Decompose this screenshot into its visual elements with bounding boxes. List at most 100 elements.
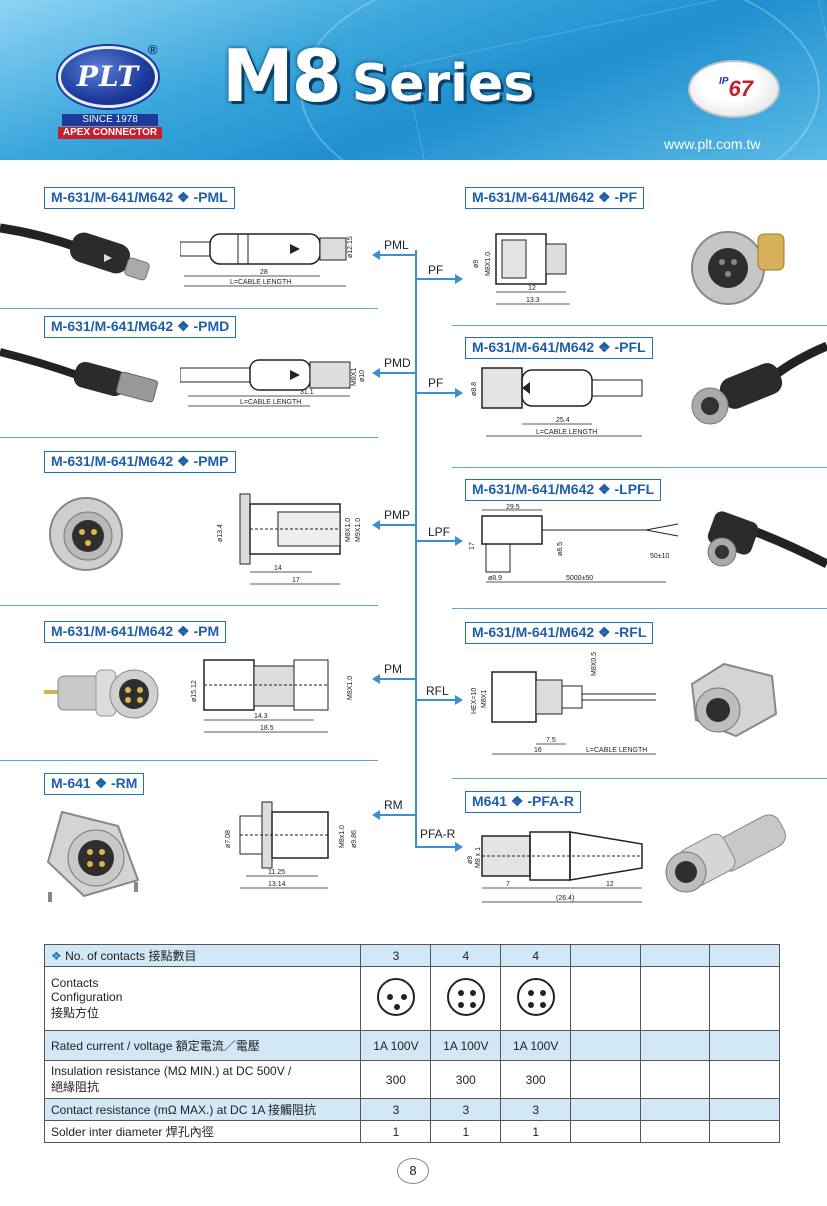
table-cell: 300 xyxy=(430,1060,502,1099)
table-cell: 4 xyxy=(430,944,502,967)
table-cell: 1A 100V xyxy=(360,1030,432,1061)
dim-pfar-d: ø9 xyxy=(467,856,474,864)
flow-label-pfl: PF xyxy=(428,376,444,390)
pmd-cable-photo xyxy=(0,348,159,403)
table-cell: 1 xyxy=(500,1120,572,1143)
title-model: M8 xyxy=(222,34,342,118)
section-divider xyxy=(0,605,378,606)
section-label-pf: M-631/M-641/M642 ❖ -PF xyxy=(465,187,645,209)
dim-pf-c: ø9 xyxy=(473,260,480,268)
flow-branch-line xyxy=(378,814,416,816)
table-row-label: Solder inter diameter 焊孔內徑 xyxy=(43,1120,362,1143)
flow-branch-line xyxy=(416,278,456,280)
dim-pm-a: 14.3 xyxy=(254,713,268,720)
arrow-right-icon xyxy=(455,695,463,705)
dim-pfl-b: L=CABLE LENGTH xyxy=(536,429,597,436)
dim-pmp-c: ø13.4 xyxy=(217,524,224,542)
table-cell xyxy=(709,944,780,967)
pmp-drawing: 14 17 ø13.4 M8X1.0 M9X1.0 xyxy=(217,493,362,585)
contacts-count-label: No. of contacts 接點數目 xyxy=(65,949,197,963)
pfl-cable-photo xyxy=(691,341,827,425)
dim-pfl-c: ø8.8 xyxy=(471,382,478,396)
dim-lpfl-c: ø8.5 xyxy=(557,542,564,556)
specification-table: ❖ No. of contacts 接點數目 3 4 4 Contacts Co… xyxy=(43,944,780,1143)
dim-pmd-c: M8X1 xyxy=(351,368,358,386)
table-cell xyxy=(639,1060,711,1099)
dim-rfl-b: 16 xyxy=(534,747,542,754)
section-label-pml: M-631/M-641/M642 ❖ -PML xyxy=(44,187,235,209)
table-cell: 3 xyxy=(500,1098,572,1121)
table-cell: 3 xyxy=(360,1098,432,1121)
pin-dot xyxy=(457,1002,464,1008)
flow-label-pmd: PMD xyxy=(384,356,411,370)
since-year: SINCE 1978 xyxy=(62,114,158,126)
table-cell xyxy=(570,944,641,967)
dim-rm-d: M8x1.0 xyxy=(339,825,346,848)
table-cell xyxy=(639,1030,711,1061)
table-cell xyxy=(360,966,432,1031)
section-divider xyxy=(452,778,827,779)
flow-label-pmp: PMP xyxy=(384,508,411,522)
title-series: Series xyxy=(351,54,535,114)
table-header-row: ❖ No. of contacts 接點數目 3 4 4 xyxy=(43,944,780,967)
section-divider xyxy=(0,760,378,761)
dim-pml-c: ø12.15 xyxy=(347,236,354,258)
website-url[interactable]: www.plt.com.tw xyxy=(664,136,761,152)
rfl-drawing: 7.5 16 L=CABLE LENGTH HEX=10 M8X1 M8X0.5 xyxy=(471,652,656,755)
pin-dot xyxy=(457,990,464,996)
flow-branch-line xyxy=(416,699,456,701)
flow-trunk-line xyxy=(415,250,417,848)
logo-text: PLT xyxy=(76,60,140,93)
dim-pmp-e: M9X1.0 xyxy=(355,518,362,542)
dim-pf-d: M8X1.0 xyxy=(485,252,492,276)
dim-pfar-b: 12 xyxy=(606,881,614,888)
table-row: Contacts Configuration 接點方位 xyxy=(43,966,780,1031)
lpfl-drawing: 29.5 17 ø8.5 ø8.9 5000±50 50±10 xyxy=(469,504,679,583)
section-label-rfl: M-631/M-641/M642 ❖ -RFL xyxy=(465,622,654,644)
table-cell: 1 xyxy=(430,1120,502,1143)
section-label-lpfl: M-631/M-641/M642 ❖ -LPFL xyxy=(465,479,662,501)
dim-lpfl-f: 50±10 xyxy=(650,553,670,560)
rm-drawing: 11.25 13.14 ø7.08 M8x1.0 ø9.86 xyxy=(225,801,358,889)
dim-rfl-f: M8X0.5 xyxy=(591,652,598,676)
arrow-right-icon xyxy=(455,536,463,546)
pin-layout-4-abcd-icon xyxy=(446,978,485,1016)
section-divider xyxy=(452,608,827,609)
arrow-right-icon xyxy=(455,388,463,398)
dim-pm-c: ø15.12 xyxy=(191,680,198,702)
table-cell xyxy=(570,966,641,1031)
pin-dot xyxy=(469,990,476,996)
plt-logo: PLT xyxy=(58,46,158,108)
pin-dot xyxy=(469,1002,476,1008)
rfl-connector-photo xyxy=(690,662,778,738)
ip-prefix: IP xyxy=(719,76,729,87)
flow-branch-line xyxy=(416,392,456,394)
pin-dot xyxy=(386,994,393,1000)
dim-pfar-a: 7 xyxy=(506,881,510,888)
dim-rfl-a: 7.5 xyxy=(546,737,556,744)
dim-lpfl-e: 5000±50 xyxy=(566,575,593,582)
flow-label-pfa-r: PFA-R xyxy=(420,827,456,841)
table-cell xyxy=(570,1120,641,1143)
dim-rfl-c: L=CABLE LENGTH xyxy=(586,747,647,754)
flow-branch-line xyxy=(378,254,416,256)
header-decoration xyxy=(300,0,820,160)
flow-branch-line xyxy=(378,678,416,680)
contacts-config-line: 接點方位 xyxy=(51,1006,100,1020)
flow-label-rfl: RFL xyxy=(426,684,449,698)
arrow-left-icon xyxy=(372,674,380,684)
dim-pmp-b: 17 xyxy=(292,577,300,584)
pfa-r-drawing: 7 12 (26.4) ø9 M8 x 1 xyxy=(467,831,643,903)
table-cell xyxy=(570,1098,641,1121)
lpfl-cable-photo xyxy=(707,511,827,569)
section-label-rm: M-641 ❖ -RM xyxy=(44,773,145,795)
pin-layout-4-icon xyxy=(516,978,555,1016)
dim-pfl-a: 25.4 xyxy=(556,417,570,424)
section-label-pfl: M-631/M-641/M642 ❖ -PFL xyxy=(465,337,653,359)
pml-drawing: 28 L=CABLE LENGTH ø12.15 xyxy=(180,233,354,287)
pmp-connector-photo xyxy=(49,497,123,571)
dim-pmp-a: 14 xyxy=(274,565,282,572)
section-label-pfa-r: M641 ❖ -PFA-R xyxy=(465,791,582,813)
pml-cable-photo xyxy=(0,223,150,281)
section-divider xyxy=(0,308,378,309)
